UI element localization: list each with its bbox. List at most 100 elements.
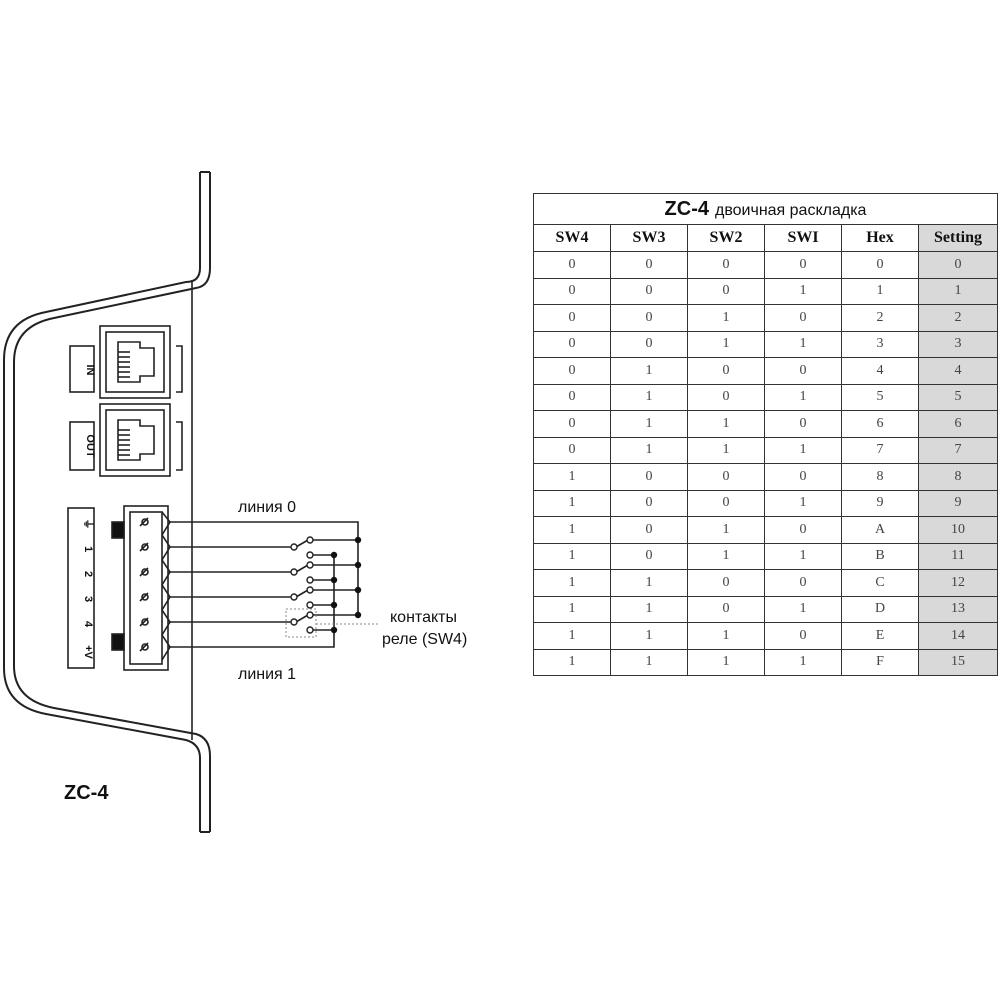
table-cell: 0 xyxy=(610,330,688,358)
table-cell: 0 xyxy=(533,251,611,279)
table-cell: 2 xyxy=(841,304,919,332)
setting-cell: 0 xyxy=(918,251,998,279)
table-cell: 1 xyxy=(687,304,765,332)
rj-port-in xyxy=(69,325,183,399)
table-cell: 0 xyxy=(610,489,688,517)
setting-cell: 12 xyxy=(918,569,998,597)
table-cell: 0 xyxy=(610,463,688,491)
model-label: ZC-4 xyxy=(64,782,109,804)
table-cell: 1 xyxy=(610,410,688,438)
table-cell: 0 xyxy=(764,410,842,438)
setting-cell: 1 xyxy=(918,277,998,305)
terminal-label-4: 4 xyxy=(82,621,94,628)
table-cell: 1 xyxy=(610,383,688,411)
table-cell: 0 xyxy=(610,516,688,544)
table-cell: 1 xyxy=(687,648,765,676)
table-title-sub: двоичная раскладка xyxy=(714,201,867,219)
line0-label: линия 0 xyxy=(238,499,296,516)
table-cell: 1 xyxy=(533,489,611,517)
setting-cell: 3 xyxy=(918,330,998,358)
setting-cell: 2 xyxy=(918,304,998,332)
table-cell: 1 xyxy=(764,436,842,464)
table-cell: 0 xyxy=(764,622,842,650)
table-cell: 1 xyxy=(533,516,611,544)
terminal-label-2: 2 xyxy=(82,571,94,577)
table-cell: 0 xyxy=(610,251,688,279)
setting-cell: 15 xyxy=(918,648,998,676)
table-cell: 1 xyxy=(764,489,842,517)
table-cell: 0 xyxy=(687,463,765,491)
table-cell: 6 xyxy=(841,410,919,438)
table-cell: 0 xyxy=(610,304,688,332)
table-cell: 0 xyxy=(610,542,688,570)
table-cell: 0 xyxy=(764,357,842,385)
table-cell: 0 xyxy=(687,383,765,411)
setting-cell: 14 xyxy=(918,622,998,650)
table-cell: E xyxy=(841,622,919,650)
table-cell: 1 xyxy=(764,383,842,411)
table-cell: 1 xyxy=(687,410,765,438)
table-cell: 5 xyxy=(841,383,919,411)
header-setting: Setting xyxy=(918,224,998,252)
setting-cell: 4 xyxy=(918,357,998,385)
terminal-label-plus-v: +V xyxy=(82,645,94,659)
setting-cell: 8 xyxy=(918,463,998,491)
table-cell: 1 xyxy=(610,436,688,464)
table-cell: 0 xyxy=(687,595,765,623)
table-cell: 0 xyxy=(533,304,611,332)
table-cell: 3 xyxy=(841,330,919,358)
table-cell: 0 xyxy=(687,569,765,597)
port-in-label: IN xyxy=(84,365,96,376)
wiring xyxy=(170,521,359,648)
table-cell: 1 xyxy=(764,648,842,676)
table-cell: 0 xyxy=(687,357,765,385)
table-cell: 1 xyxy=(764,542,842,570)
table-cell: 0 xyxy=(533,277,611,305)
relay-label-line2: реле (SW4) xyxy=(382,631,467,648)
setting-cell: 7 xyxy=(918,436,998,464)
table-cell: 0 xyxy=(610,277,688,305)
table-cell: 1 xyxy=(687,516,765,544)
table-cell: 0 xyxy=(533,330,611,358)
table-cell: 9 xyxy=(841,489,919,517)
relay-label-line1: контакты xyxy=(390,609,457,626)
table-cell: 1 xyxy=(764,330,842,358)
table-cell: 1 xyxy=(610,357,688,385)
setting-cell: 10 xyxy=(918,516,998,544)
table-title-main: ZC-4 xyxy=(664,197,709,220)
junction-dots xyxy=(330,536,362,634)
terminal-block xyxy=(67,505,171,671)
table-cell: 0 xyxy=(533,383,611,411)
table-cell: 1 xyxy=(533,648,611,676)
header-sw2: SW2 xyxy=(687,224,765,252)
setting-cell: 5 xyxy=(918,383,998,411)
header-sw3: SW3 xyxy=(610,224,688,252)
rj-port-out xyxy=(69,403,183,477)
terminal-label-ground: ⏚ xyxy=(82,519,95,530)
table-cell: 7 xyxy=(841,436,919,464)
table-cell: 0 xyxy=(687,489,765,517)
table-cell: 0 xyxy=(764,516,842,544)
table-cell: D xyxy=(841,595,919,623)
table-cell: 1 xyxy=(764,277,842,305)
table-cell: 0 xyxy=(764,463,842,491)
header-hex: Hex xyxy=(841,224,919,252)
table-cell: 4 xyxy=(841,357,919,385)
table-cell: 0 xyxy=(533,357,611,385)
table-title: ZC-4 двоичная раскладка xyxy=(533,193,998,225)
